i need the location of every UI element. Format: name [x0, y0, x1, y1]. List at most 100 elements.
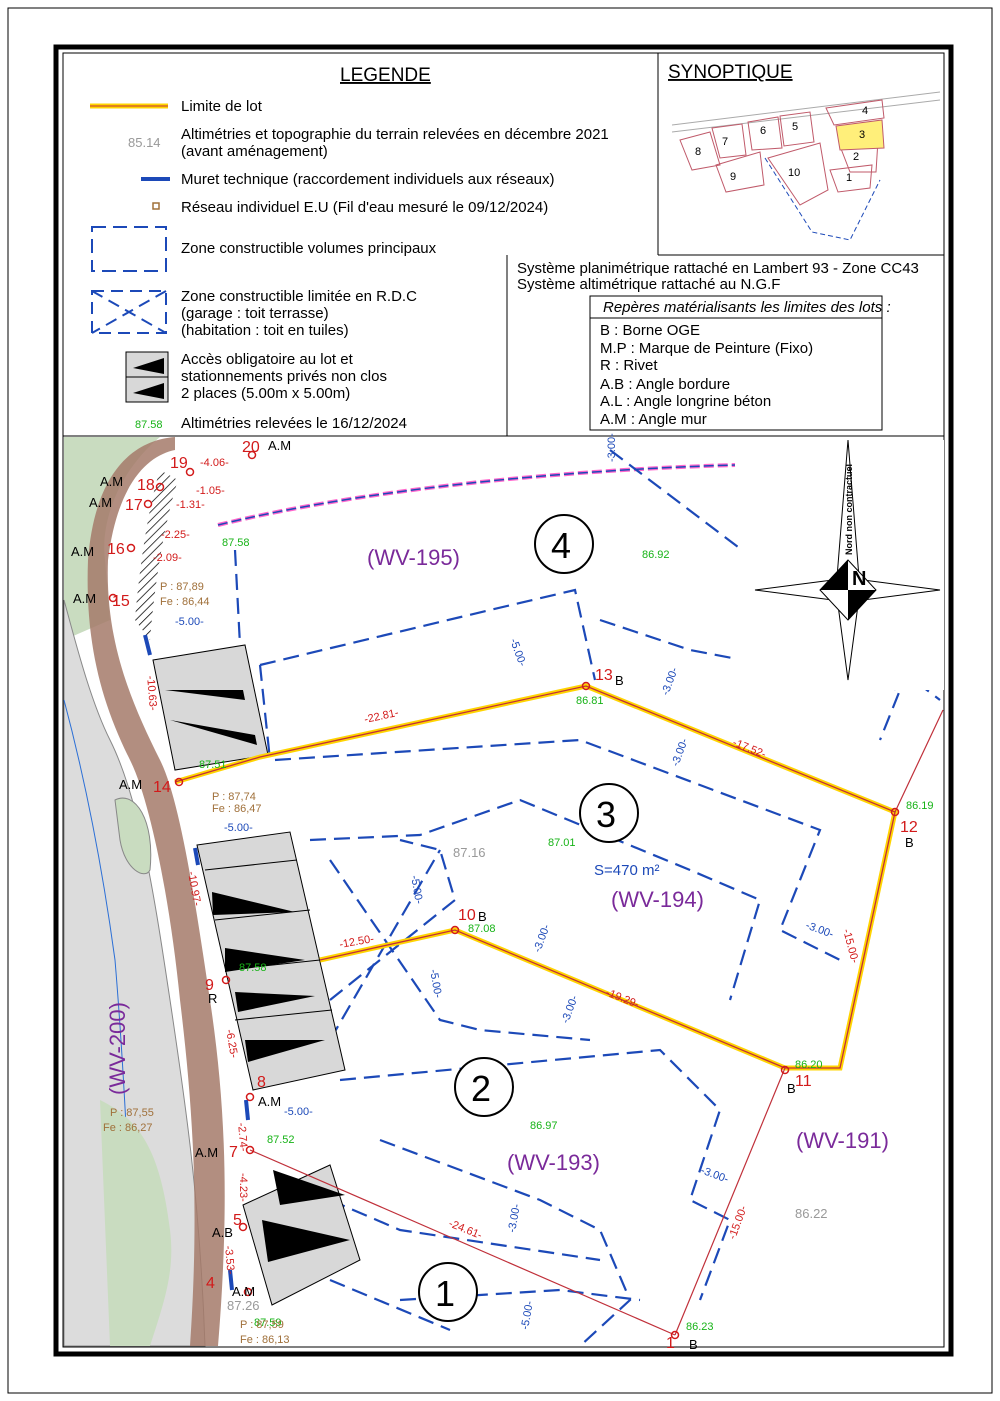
net4-p: P : 87,59	[240, 1319, 284, 1331]
alt-new-5: 86.19	[906, 800, 934, 812]
dim-blue-2: -5.00-	[175, 616, 204, 628]
alt-new-4: 87.51	[199, 759, 227, 771]
repere-b: B : Borne OGE	[600, 322, 700, 339]
legend-zone-rdc-1: Zone constructible limitée en R.D.C	[181, 288, 417, 305]
net1-fe: Fe : 86,44	[160, 596, 210, 608]
synoptique: SYNOPTIQUE 1 2 3 4 5 6 7 8 9 10	[668, 62, 941, 241]
mark-am-16: A.M	[71, 544, 94, 559]
dim-blue-12: -5.00-	[284, 1106, 313, 1118]
point-8: 8	[257, 1074, 266, 1091]
net4-fe: Fe : 86,13	[240, 1334, 290, 1346]
alt-new-1: 87.58	[222, 537, 250, 549]
dim-blue-13: -3.00-	[699, 1165, 730, 1186]
alt-new-8: 87.58	[239, 962, 267, 974]
dim-blue-3: -5.00-	[507, 637, 528, 668]
syn-lot-9: 9	[730, 171, 736, 183]
mark-am-15: A.M	[73, 591, 96, 606]
point-9: 9	[205, 977, 214, 994]
alt-old-1: 87.16	[453, 845, 486, 860]
alt-new-3: 86.81	[576, 695, 604, 707]
dim-blue-4: -3.00-	[660, 666, 681, 697]
dim-red-2: -1.05-	[196, 485, 225, 497]
repere-r: R : Rivet	[600, 357, 658, 374]
system-planimetric: Système planimétrique rattaché en Lamber…	[517, 260, 919, 277]
legend-reseau: Réseau individuel E.U (Fil d'eau mesuré …	[181, 199, 548, 216]
alt-new-6: 87.01	[548, 837, 576, 849]
dim-red-12: -15.00-	[840, 928, 861, 965]
parcel-wv200: (WV-200)	[105, 1002, 130, 1095]
dim-blue-9: -3.00-	[532, 923, 553, 954]
point-12: 12	[900, 819, 918, 836]
mark-am-18: A.M	[100, 474, 123, 489]
legend: LEGENDE Limite de lot 85.14 Altimétries …	[90, 65, 609, 432]
syn-lot-2: 2	[853, 151, 859, 163]
page-border	[7, 7, 993, 1394]
point-1: 1	[666, 1335, 675, 1352]
point-11: 11	[795, 1073, 812, 1090]
dim-red-8: -17.52-	[731, 737, 768, 761]
dim-blue-7: -5.00-	[408, 874, 425, 905]
repere-ab: A.B : Angle bordure	[600, 376, 730, 393]
legend-title: LEGENDE	[340, 65, 431, 86]
lot-number-4: 4	[551, 525, 571, 566]
north-label: N	[852, 568, 866, 590]
legend-zone-main: Zone constructible volumes principaux	[181, 240, 437, 257]
point-15: 15	[112, 593, 130, 610]
dim-blue-11: -3.00-	[804, 920, 835, 941]
lot-number-1: 1	[435, 1273, 455, 1314]
alt-new-13: 87.59	[254, 1317, 282, 1329]
dim-blue-14: -3.00-	[506, 1203, 523, 1234]
mark-ab-5: A.B	[212, 1225, 233, 1240]
point-16: 16	[107, 541, 125, 558]
lot-number-2: 2	[471, 1068, 491, 1109]
north-compass: N Nord non contractuel	[738, 439, 944, 690]
dim-red-6: -10.63-	[144, 675, 159, 711]
syn-lot-6: 6	[760, 125, 766, 137]
syn-lot-8: 8	[695, 146, 701, 158]
muret-marks	[143, 634, 250, 1291]
net3-fe: Fe : 86,27	[103, 1122, 153, 1134]
legend-alt-value: 87.58	[135, 419, 163, 431]
map-frame	[53, 44, 954, 1357]
point-10: 10	[458, 907, 476, 924]
mark-am-20: A.M	[268, 438, 291, 453]
inner-frame	[62, 52, 945, 1348]
legend-acces-2: stationnements privés non clos	[181, 368, 387, 385]
net2-p: P : 87,74	[212, 791, 256, 803]
point-18: 18	[137, 477, 155, 494]
alt-new-11: 87.52	[267, 1134, 295, 1146]
green-verge-bottom	[100, 1100, 172, 1346]
dim-red-14: -2.74-	[235, 1122, 249, 1152]
mark-am-17: A.M	[89, 495, 112, 510]
mark-b-10: B	[478, 909, 487, 924]
alt-new-10: 86.97	[530, 1120, 558, 1132]
legend-topo-line2: (avant aménagement)	[181, 143, 328, 160]
mark-b-11: B	[787, 1081, 796, 1096]
reseau-icon	[152, 202, 160, 210]
dim-red-13: -6.25-	[223, 1028, 240, 1059]
legend-zone-rdc-2: (garage : toit terrasse)	[181, 305, 329, 322]
point-13: 13	[595, 667, 613, 684]
alt-old-3: 87.26	[227, 1298, 260, 1313]
dim-blue-8: -5.00-	[427, 968, 444, 999]
repere-mp: M.P : Marque de Peinture (Fixo)	[600, 340, 813, 357]
reperes-title: Repères matérialisants les limites des l…	[603, 299, 891, 316]
dim-red-5: -2.09-	[153, 552, 182, 564]
point-14: 14	[153, 779, 171, 796]
point-5: 5	[233, 1212, 242, 1229]
mark-b-12: B	[905, 835, 914, 850]
point-20: 20	[242, 439, 260, 456]
pink-boundary	[217, 463, 736, 527]
dim-red-1: -4.06-	[200, 457, 229, 469]
point-17: 17	[125, 497, 143, 514]
mark-b-1: B	[689, 1337, 698, 1352]
dim-red-15: -4.23-	[237, 1173, 249, 1202]
lot-limits	[174, 683, 944, 1336]
parking-icon	[125, 351, 169, 403]
dim-red-11: -19.29-	[604, 987, 641, 1011]
parcel-wv194: (WV-194)	[611, 887, 704, 912]
dim-blue-10: -3.00-	[560, 994, 581, 1025]
system-altimetric: Système altimétrique rattaché au N.G.F	[517, 276, 780, 293]
dim-red-16: -3.53-	[222, 1245, 236, 1275]
